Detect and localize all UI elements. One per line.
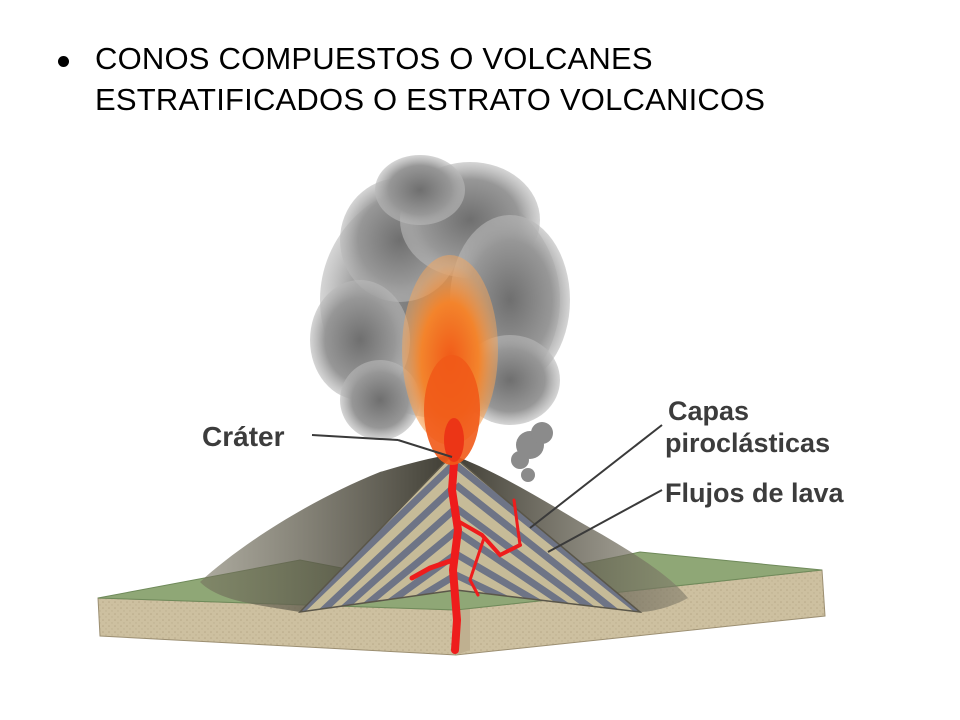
label-flujos: Flujos de lava (665, 478, 845, 508)
label-crater: Cráter (202, 421, 285, 452)
bullet-item: CONOS COMPUESTOS O VOLCANES ESTRATIFICAD… (58, 38, 918, 120)
label-capas-line2: piroclásticas (665, 428, 830, 458)
ash-slope-left (200, 455, 452, 612)
bullet-dot-icon (58, 56, 69, 67)
bullet-text: CONOS COMPUESTOS O VOLCANES ESTRATIFICAD… (95, 41, 766, 117)
eruption-column (402, 255, 498, 465)
label-capas-line1: Capas (668, 396, 749, 426)
volcano-diagram: Cráter Capas piroclásticas Flujos de lav… (0, 150, 960, 720)
volcano-illustration: Cráter Capas piroclásticas Flujos de lav… (97, 155, 845, 656)
leader-lines (311, 424, 663, 553)
ash-slope-right (452, 455, 688, 612)
lava-conduit (409, 446, 522, 654)
side-vent-smoke (511, 422, 553, 482)
